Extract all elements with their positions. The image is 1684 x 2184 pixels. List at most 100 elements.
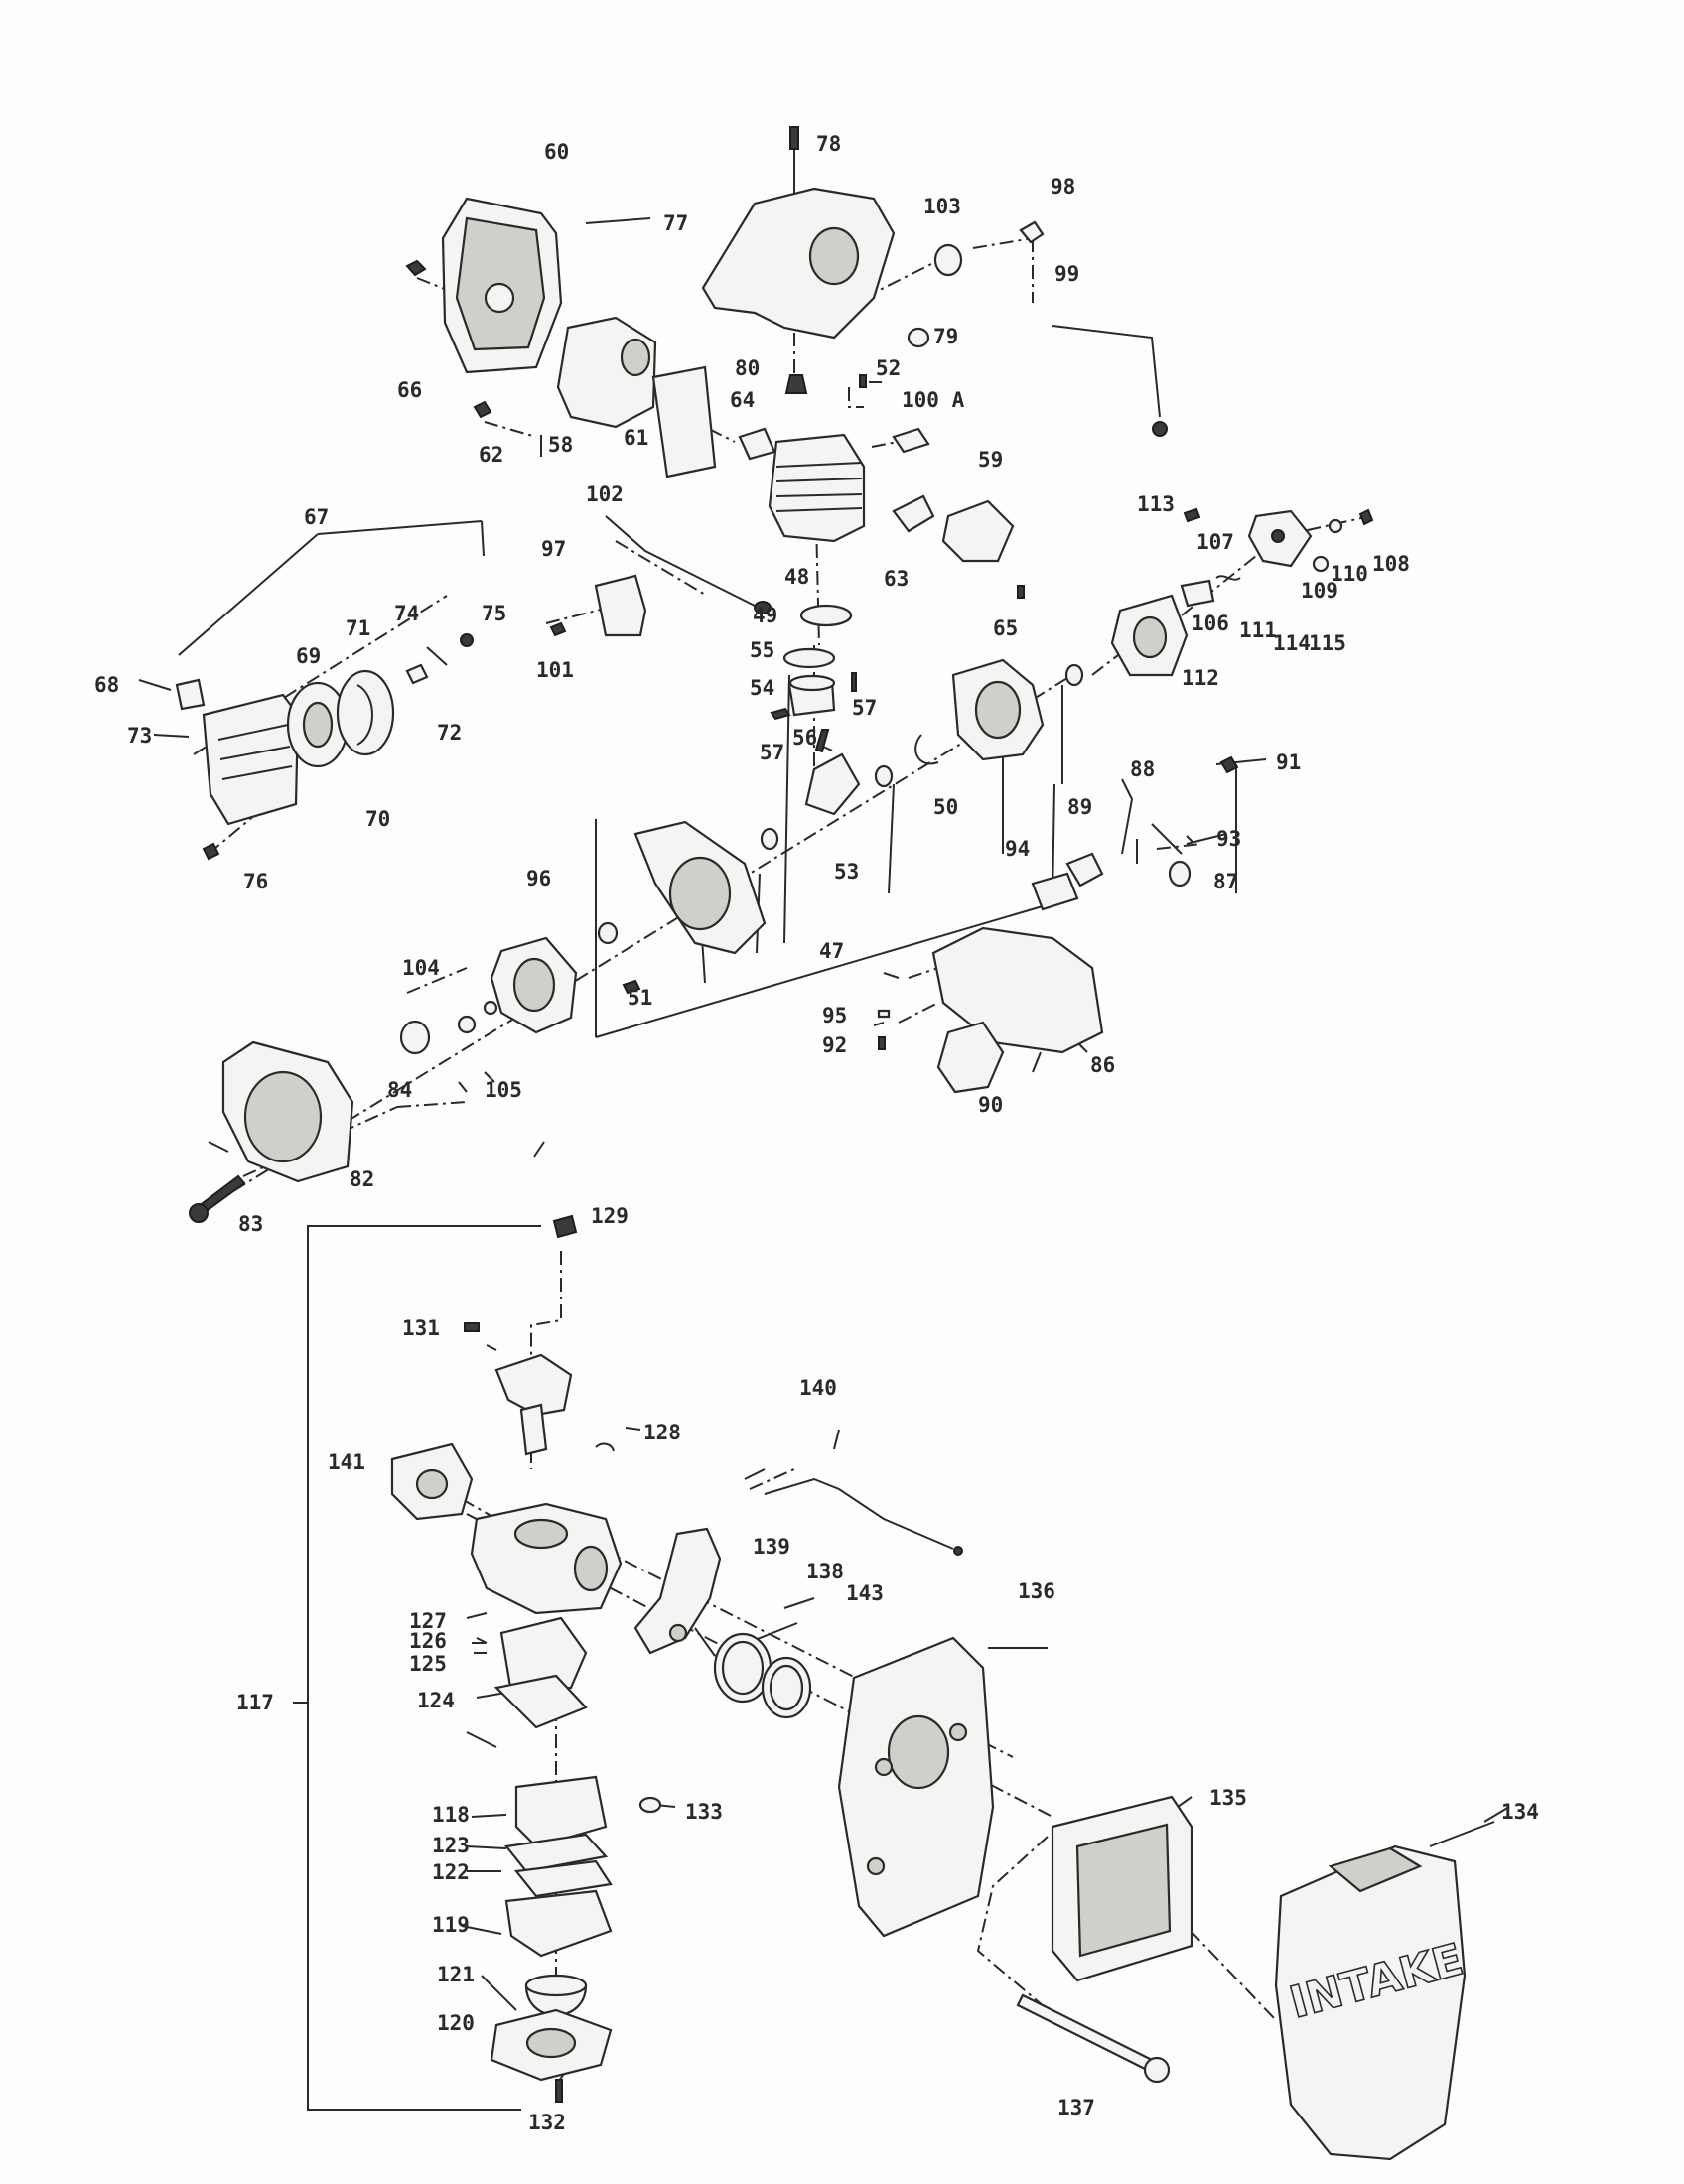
callout-label: 131 [402, 1316, 440, 1340]
callout-label: 66 [397, 378, 422, 402]
part-gasket-64 [738, 427, 776, 461]
callout-label: 98 [1051, 175, 1075, 199]
part-bracket-63 [892, 494, 935, 533]
callout-label: 114 [1273, 631, 1311, 655]
callout-label: 105 [485, 1078, 522, 1102]
callout-label: 104 [402, 956, 440, 980]
part-clip-128 [595, 1442, 615, 1452]
part-clip-98 [1019, 220, 1045, 244]
part-pump-118 [514, 1775, 608, 1848]
callout-label: 134 [1501, 1800, 1539, 1824]
callout-label: 55 [750, 638, 774, 662]
callout-label: 50 [933, 795, 958, 819]
part-cover-119 [504, 1889, 613, 1958]
callout-label: 125 [409, 1652, 447, 1676]
callout-label: 74 [394, 602, 419, 625]
callout-label: 75 [482, 602, 506, 625]
callout-label: 70 [365, 807, 390, 831]
callout-label: 80 [735, 356, 760, 380]
callout-label: 140 [799, 1376, 837, 1400]
callout-label: 95 [822, 1004, 847, 1027]
callout-label: 101 [536, 658, 574, 682]
part-crank-53 [804, 752, 861, 816]
callout-label: 93 [1216, 827, 1241, 851]
part-fitting-100a [892, 427, 930, 454]
callout-label: 60 [544, 140, 569, 164]
callout-label: 90 [978, 1093, 1003, 1117]
part-screw-65 [1017, 585, 1025, 599]
callout-label: 139 [753, 1535, 790, 1559]
part-cable-140 [764, 1477, 954, 1550]
callout-label: 143 [846, 1581, 884, 1605]
callout-label: 53 [834, 860, 859, 884]
callout-label: 106 [1192, 612, 1229, 635]
part-filter-94 [1031, 872, 1079, 911]
callout-label: 103 [923, 195, 961, 218]
part-weight-87 [1168, 860, 1192, 887]
callout-label: 121 [437, 1963, 475, 1986]
callout-label: 62 [479, 443, 503, 467]
callout-label: 88 [1130, 757, 1155, 781]
callout-label: 83 [238, 1212, 263, 1236]
part-bolt-62 [473, 400, 492, 419]
part-screw-66 [405, 259, 427, 277]
part-spring-107 [1215, 575, 1241, 581]
callout-label: 94 [1005, 837, 1030, 861]
callout-label: 96 [526, 867, 551, 890]
callout-label: 129 [591, 1204, 629, 1228]
part-screw-52 [859, 374, 867, 388]
callout-label: 57 [760, 741, 784, 764]
callout-label: 69 [296, 644, 321, 668]
callout-label: 122 [432, 1860, 470, 1884]
callout-label: 119 [432, 1913, 470, 1937]
callout-label: 51 [628, 986, 652, 1010]
part-washer-103 [933, 243, 963, 277]
callout-label: 107 [1196, 530, 1234, 554]
part-bearing-left [760, 827, 779, 851]
part-rod-99 [1052, 325, 1161, 418]
part-screw-75 [460, 633, 474, 647]
part-vent-91 [1219, 755, 1239, 774]
part-cap-90 [936, 1021, 1005, 1094]
part-wire-102 [605, 515, 756, 607]
callout-label: 108 [1372, 552, 1410, 576]
callout-label: 137 [1057, 2096, 1095, 2119]
part-line-88 [1121, 778, 1134, 855]
callout-label: 84 [387, 1078, 412, 1102]
part-screw-92 [878, 1036, 886, 1050]
callout-labels: 60 77 78 103 98 99 79 66 62 58 61 64 80 … [94, 132, 1539, 2134]
part-shoe-106 [1180, 579, 1215, 608]
callout-label: 124 [417, 1689, 455, 1712]
callout-label: 77 [663, 211, 688, 235]
callout-label: 57 [852, 696, 877, 720]
callout-label: 123 [432, 1834, 470, 1857]
callout-label: 99 [1054, 262, 1079, 286]
part-spring-71 [336, 669, 395, 756]
part-gasket-124 [493, 1674, 588, 1729]
part-screw-113 [1183, 507, 1201, 523]
part-ignition-59 [941, 499, 1015, 563]
part-spring-74 [426, 646, 448, 666]
callout-label: 48 [784, 565, 809, 589]
callout-label: 87 [1213, 870, 1238, 893]
callout-label: 54 [750, 676, 774, 700]
part-cap-133 [638, 1796, 662, 1814]
callout-label: 126 [409, 1629, 447, 1653]
callout-label: 73 [127, 724, 152, 748]
part-clip-50 [914, 734, 939, 765]
part-washer-109 [1312, 555, 1330, 573]
part-shapes: INTAKE [175, 126, 1470, 2161]
part-plate-84 [399, 1020, 431, 1055]
callout-label: 89 [1067, 795, 1092, 819]
callout-label: 128 [643, 1421, 681, 1444]
part-clip-93 [1186, 835, 1193, 843]
part-bearing-right [874, 764, 894, 788]
part-screw-131 [464, 1322, 480, 1332]
callout-label: 63 [884, 567, 909, 591]
part-seal-right [1064, 663, 1084, 687]
part-diaphragm-125 [499, 1616, 588, 1695]
part-clip-57 [851, 672, 857, 692]
callout-label: 61 [624, 426, 648, 450]
callout-label: 135 [1209, 1786, 1247, 1810]
callout-label: 112 [1182, 666, 1219, 690]
